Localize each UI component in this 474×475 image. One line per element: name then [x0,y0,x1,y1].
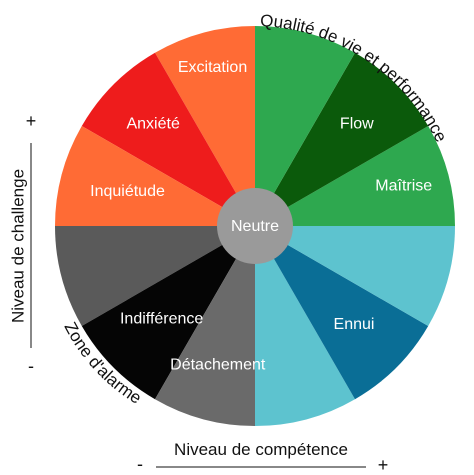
challenge-axis: + Niveau de challenge - [8,111,36,376]
wheel-segment [255,26,355,226]
wheel-segment-label: Inquiétude [90,183,165,200]
wheel-segment [155,26,255,226]
wheel-segment [255,126,455,226]
competence-axis-minus: - [137,454,143,474]
wheel-segment-label: Flow [340,115,374,132]
wheel-segment [255,226,429,400]
wheel-segment-label: Anxiété [126,115,179,132]
wheel-segment [255,226,455,326]
wheel-segment-label: Ennui [334,316,375,333]
wheel-segment-label: Maîtrise [375,177,432,194]
competence-axis: Niveau de compétence - + [137,440,388,475]
wheel-segment [81,226,255,400]
wheel-segment [155,226,255,426]
competence-axis-plus: + [378,455,389,475]
wheel-segment-label: Indifférence [120,311,203,328]
wheel-segments [55,26,455,426]
challenge-axis-label: Niveau de challenge [8,169,27,323]
challenge-axis-plus: + [26,111,37,131]
wheel-segment [55,126,255,226]
wheel-segment [255,226,355,426]
competence-axis-label: Niveau de compétence [174,440,348,459]
wheel-segment-label: Excitation [178,59,247,76]
center-label: Neutre [231,218,279,235]
wheel-segment [255,52,429,226]
center-circle [217,188,293,264]
wheel-segment-label: Détachement [170,356,266,373]
wheel-segment [81,52,255,226]
wheel-labels: ExcitationAnxiétéInquiétudeIndifférenceD… [90,59,432,374]
challenge-axis-minus: - [28,356,34,376]
wheel-segment [55,226,255,326]
